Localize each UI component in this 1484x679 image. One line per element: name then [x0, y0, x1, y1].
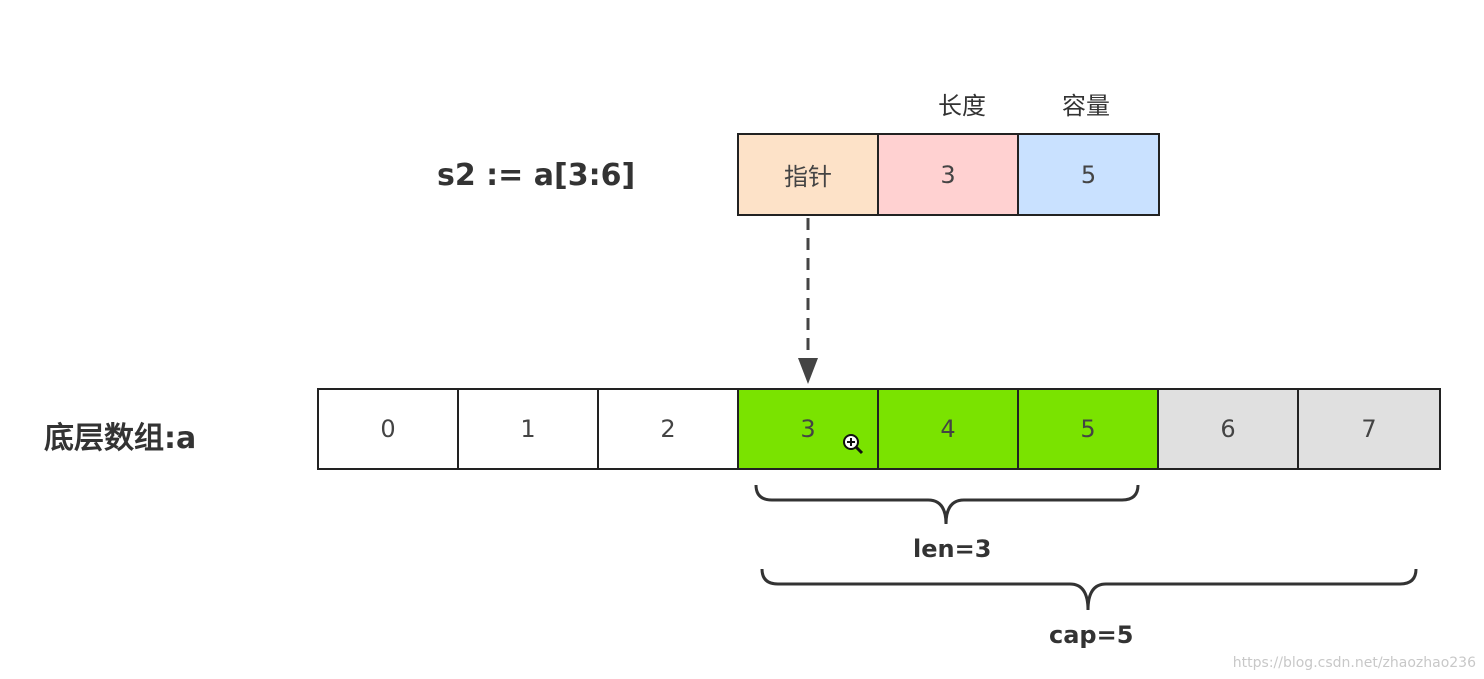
slice-length-field: 3 [877, 133, 1019, 216]
length-header: 长度 [938, 92, 986, 120]
cap-label: cap=5 [1049, 621, 1134, 649]
zoom-cursor-icon [843, 434, 864, 455]
capacity-header: 容量 [1062, 92, 1110, 120]
array-title: 底层数组:a [44, 421, 197, 456]
cap-brace [760, 568, 1418, 611]
len-label: len=3 [913, 535, 992, 563]
slice-capacity-field: 5 [1017, 133, 1160, 216]
slice-expression: s2 := a[3:6] [437, 158, 636, 193]
watermark: https://blog.csdn.net/zhaozhao236 [1232, 655, 1476, 671]
array-cell-7: 7 [1297, 388, 1441, 470]
len-brace [754, 484, 1140, 525]
array-cell-4: 4 [877, 388, 1019, 470]
array-cell-3: 3 [737, 388, 879, 470]
array-cell-6: 6 [1157, 388, 1299, 470]
pointer-arrow-head [798, 358, 818, 384]
